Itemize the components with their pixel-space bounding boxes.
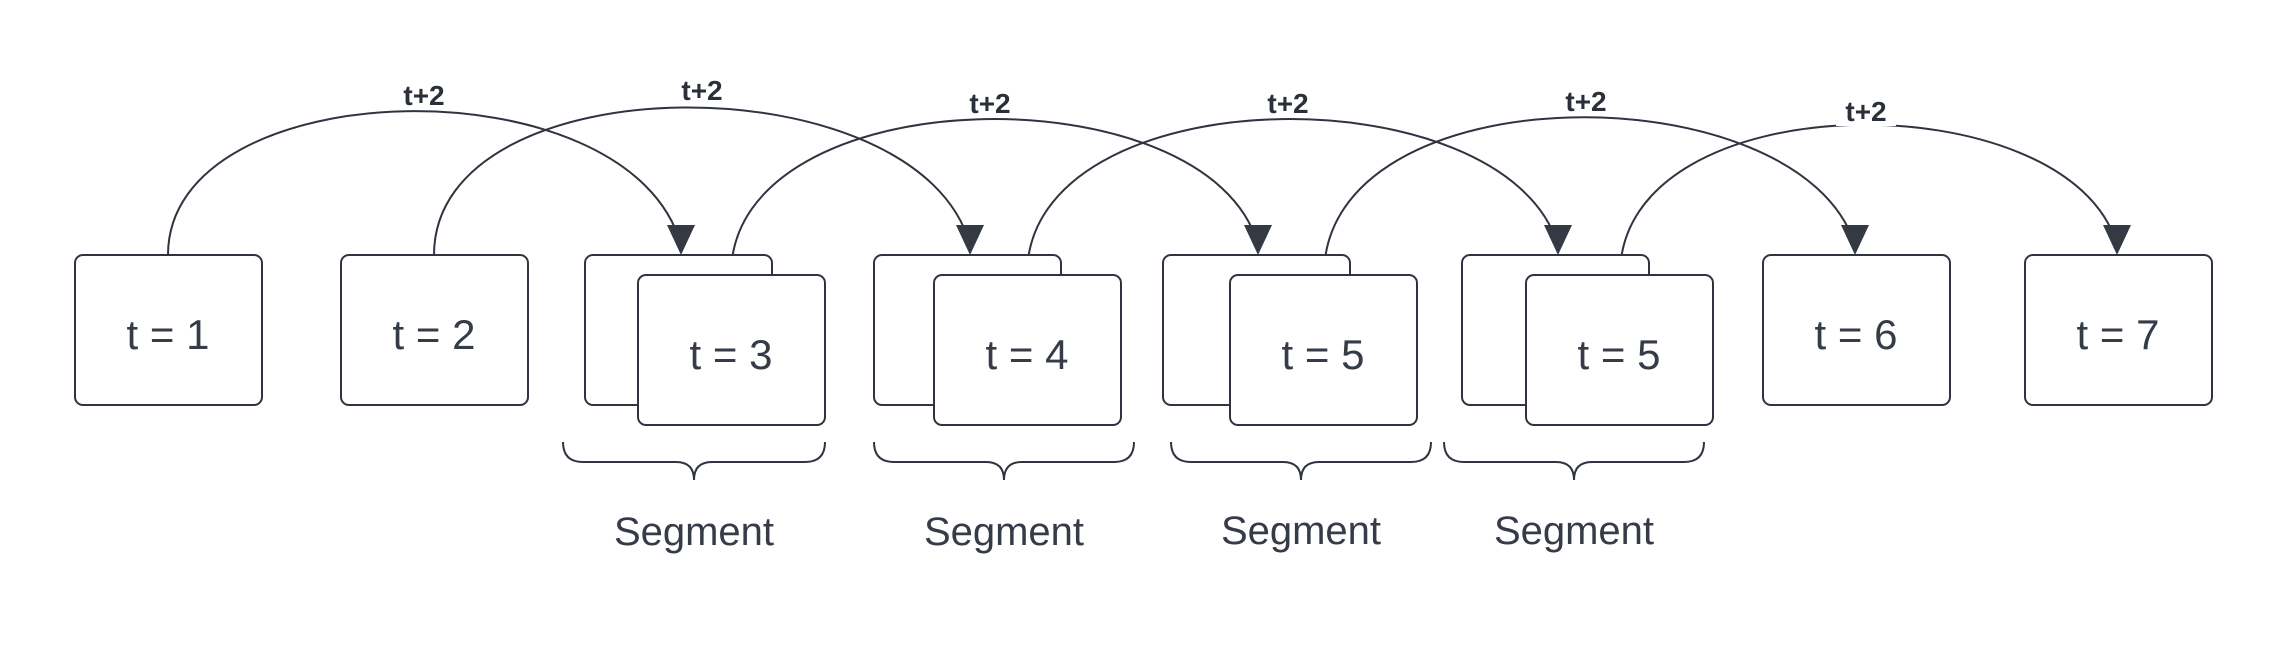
box-label: t = 7 [2077, 311, 2160, 358]
arc-label: t+2 [403, 80, 444, 111]
arc-labels: t+2 t+2 t+2 t+2 t+2 t+2 [395, 73, 1896, 127]
box-t1: t = 1 [74, 254, 263, 406]
segment-brace [873, 441, 1135, 481]
box-label: t = 4 [986, 331, 1069, 378]
box-t6: t = 6 [1762, 254, 1951, 406]
box-label: t = 6 [1815, 311, 1898, 358]
arc-t4-t5b [1026, 118, 1559, 276]
box-t4: t = 4 [873, 254, 1122, 426]
segment-brace [1443, 441, 1705, 481]
box-label: t = 3 [690, 331, 773, 378]
arc-t3-t5a [730, 118, 1259, 276]
arc-t5b-t7 [1619, 123, 2118, 276]
arc-label: t+2 [1267, 88, 1308, 119]
arrowhead-t3-icon [667, 225, 695, 255]
braces [562, 441, 1705, 481]
segment-label: Segment [1494, 509, 1654, 553]
box-t2: t = 2 [340, 254, 529, 406]
arrowhead-t6-icon [1841, 225, 1869, 255]
arc-label: t+2 [1565, 86, 1606, 117]
box-label: t = 1 [127, 311, 210, 358]
box-label: t = 2 [393, 311, 476, 358]
arc-t5a-t6 [1323, 116, 1856, 276]
arc-label: t+2 [969, 88, 1010, 119]
arc-t1-t3 [167, 110, 682, 256]
arrowhead-t5b-icon [1544, 225, 1572, 255]
arrowhead-t7-icon [2103, 225, 2131, 255]
box-t7: t = 7 [2024, 254, 2213, 406]
box-label: t = 5 [1282, 331, 1365, 378]
box-t5a: t = 5 [1162, 254, 1418, 426]
arc-label: t+2 [1845, 96, 1886, 127]
arcs [167, 106, 2118, 276]
segment-label: Segment [614, 510, 774, 554]
box-label: t = 5 [1578, 331, 1661, 378]
segment-brace [1170, 441, 1432, 481]
segment-brace [562, 441, 826, 481]
segment-label: Segment [924, 510, 1084, 554]
arc-label: t+2 [681, 75, 722, 106]
box-t3: t = 3 [584, 254, 826, 426]
segment-label: Segment [1221, 509, 1381, 553]
arrowhead-t4-icon [956, 225, 984, 255]
arrowhead-t5a-icon [1244, 225, 1272, 255]
box-t5b: t = 5 [1461, 254, 1714, 426]
arc-t2-t4 [433, 106, 971, 256]
arrowheads [667, 225, 2131, 255]
segment-labels: Segment Segment Segment Segment [614, 509, 1654, 554]
